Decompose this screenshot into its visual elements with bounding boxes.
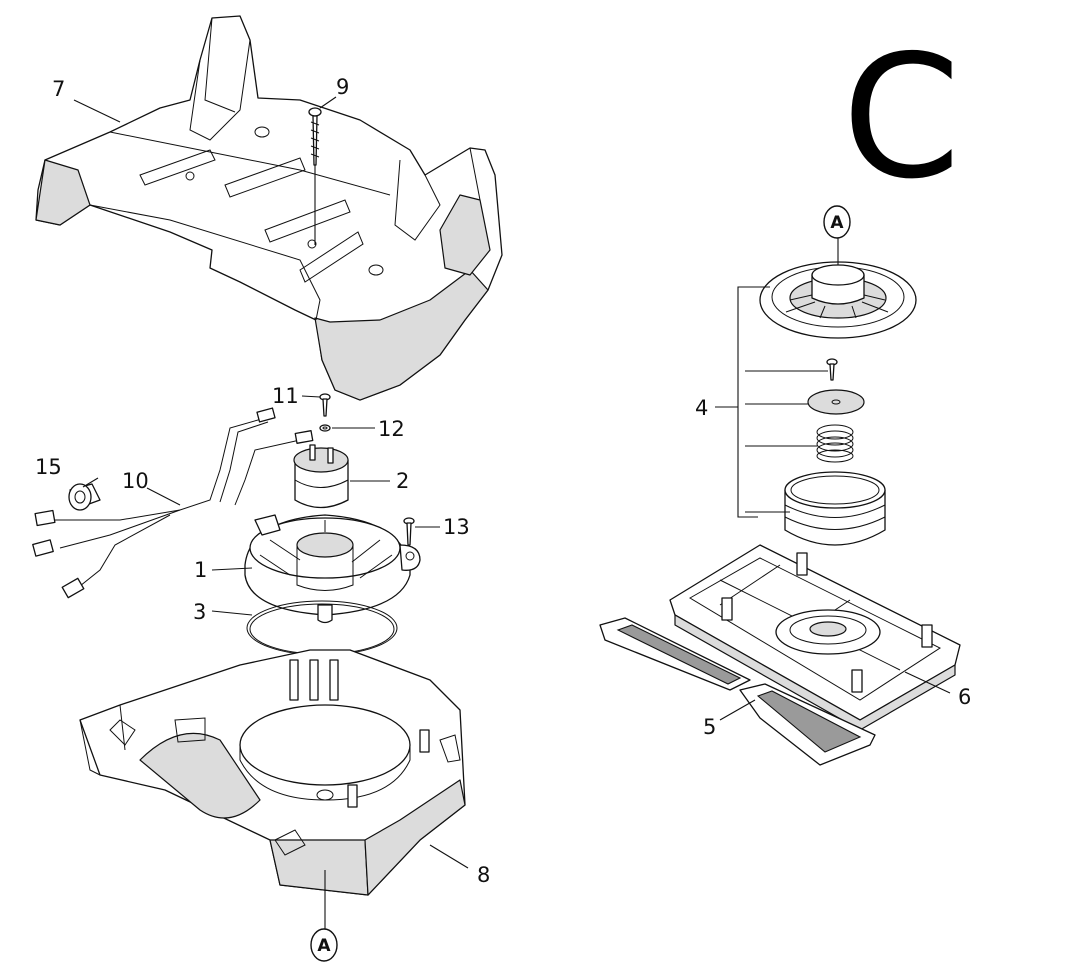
part-5-filter bbox=[599, 617, 876, 766]
callout-9: 9 bbox=[336, 75, 349, 99]
part-4-bellows-ring bbox=[784, 471, 886, 546]
part-9-screw bbox=[308, 107, 322, 245]
callout-13: 13 bbox=[443, 515, 470, 539]
svg-text:A: A bbox=[830, 213, 844, 233]
part-13-screw bbox=[403, 517, 415, 546]
part-4-cap-disc bbox=[759, 238, 917, 339]
callout-15: 15 bbox=[35, 455, 62, 479]
callout-2: 2 bbox=[396, 469, 409, 493]
callout-leaders bbox=[73, 96, 951, 869]
callout-4: 4 bbox=[695, 396, 708, 420]
part-15-ferrite-ring bbox=[68, 483, 101, 511]
part-4-bracket bbox=[715, 286, 828, 518]
part-12-washer bbox=[319, 424, 331, 432]
part-4-washer bbox=[807, 389, 865, 415]
callout-6: 6 bbox=[958, 685, 971, 709]
svg-text:A: A bbox=[317, 936, 331, 956]
reference-marker-top: A bbox=[823, 205, 851, 239]
callout-3: 3 bbox=[193, 600, 206, 624]
callout-5: 5 bbox=[703, 715, 716, 739]
part-1-housing bbox=[244, 514, 421, 624]
callout-10: 10 bbox=[122, 469, 149, 493]
section-letter: C bbox=[842, 19, 961, 217]
callout-8: 8 bbox=[477, 863, 490, 887]
callout-1: 1 bbox=[194, 558, 207, 582]
part-7-top-cover bbox=[35, 15, 503, 401]
part-4-spring bbox=[816, 424, 854, 463]
part-8-base-housing bbox=[79, 649, 466, 930]
callout-12: 12 bbox=[378, 417, 405, 441]
part-10-wire-harness bbox=[32, 407, 314, 599]
part-6-frame-plate bbox=[669, 544, 961, 731]
reference-marker-bottom: A bbox=[310, 928, 338, 962]
part-11-screw bbox=[319, 393, 331, 417]
callout-7: 7 bbox=[52, 77, 65, 101]
part-4-small-screw bbox=[826, 358, 838, 381]
callout-11: 11 bbox=[272, 384, 299, 408]
part-2-motor-cylinder bbox=[293, 444, 349, 509]
